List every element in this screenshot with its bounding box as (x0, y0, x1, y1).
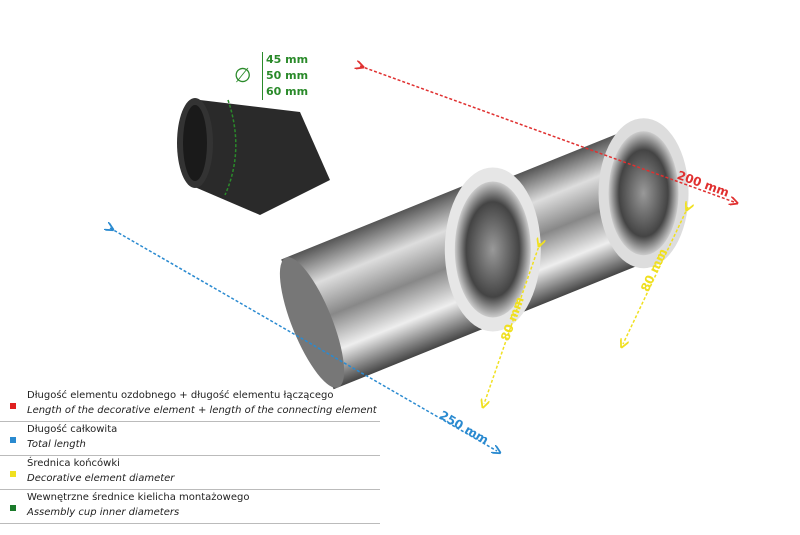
legend-pl: Długość całkowita (27, 424, 118, 435)
blue-marker (10, 437, 16, 443)
yellow-left-diameter (484, 243, 540, 404)
cup-diameter-60: 60 mm (266, 85, 309, 98)
red-marker (10, 403, 16, 409)
blue-dimension-arrow (110, 228, 497, 451)
legend-item-blue: Długość całkowita Total length (0, 422, 380, 456)
legend-en: Assembly cup inner diameters (27, 507, 180, 518)
yellow-marker (10, 471, 16, 477)
red-dimension-arrow (360, 66, 734, 202)
cup-diameter-50: 50 mm (266, 69, 309, 82)
yellow-right-diameter (623, 207, 688, 344)
cup-diameter-45: 45 mm (266, 53, 309, 66)
legend-item-red: Długość elementu ozdobnego + długość ele… (0, 388, 380, 422)
cup-diameters: 45 mm 50 mm 60 mm (262, 52, 308, 100)
inlet-pipe (177, 98, 330, 215)
legend-pl: Długość elementu ozdobnego + długość ele… (27, 390, 334, 401)
legend-en: Decorative element diameter (27, 473, 175, 484)
legend-en: Length of the decorative element + lengt… (27, 405, 377, 416)
legend-item-yellow: Średnica końcówki Decorative element dia… (0, 456, 380, 490)
green-marker (10, 505, 16, 511)
legend-en: Total length (27, 439, 86, 450)
legend-pl: Średnica końcówki (27, 458, 120, 469)
legend-pl: Wewnętrzne średnice kielicha montażowego (27, 492, 250, 503)
diameter-icon: ∅ (234, 63, 252, 87)
legend: Długość elementu ozdobnego + długość ele… (0, 388, 380, 524)
legend-item-green: Wewnętrzne średnice kielicha montażowego… (0, 490, 380, 524)
